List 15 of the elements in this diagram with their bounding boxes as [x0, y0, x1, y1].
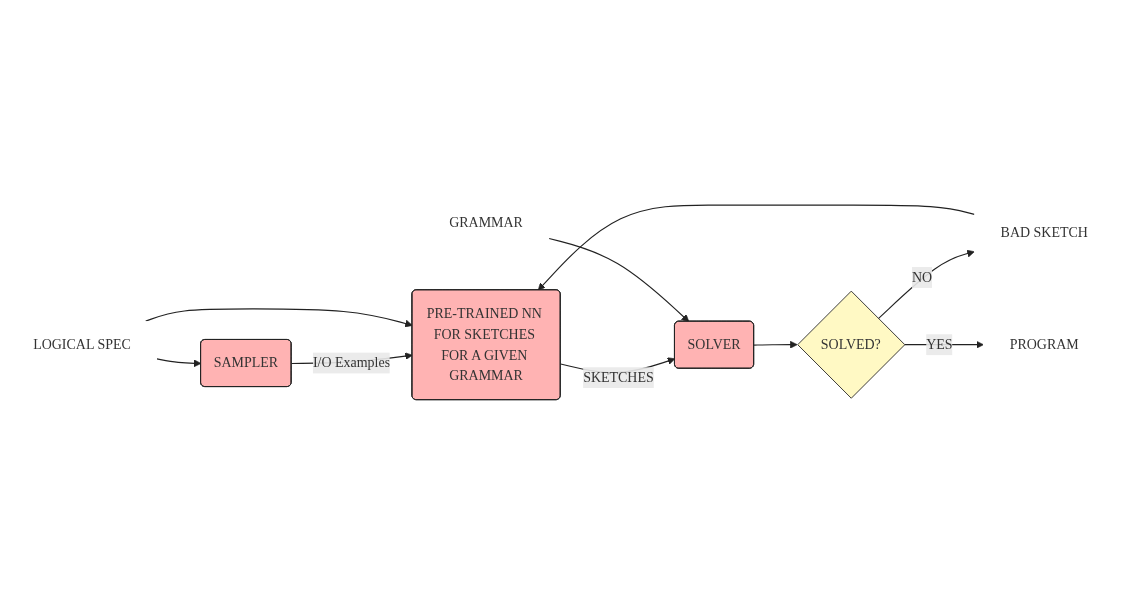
node-text: LOGICAL SPEC: [33, 336, 131, 352]
node-text: BAD SKETCH: [1000, 224, 1088, 240]
arrow: [145, 308, 413, 327]
edge-label: NO: [911, 269, 933, 285]
edge-label: YES: [926, 336, 953, 352]
arrow: [156, 358, 202, 367]
edge-label: SKETCHES: [583, 369, 654, 385]
node-text: PROGRAM: [1009, 336, 1079, 352]
arrow: [548, 237, 690, 322]
node-text: GRAMMAR: [449, 214, 523, 230]
arrow: [877, 249, 975, 319]
arrow: [537, 204, 975, 291]
arrow: [753, 340, 798, 349]
node-diamond: SOLVED?: [797, 290, 906, 399]
edge-label: I/O Examples: [312, 354, 391, 370]
